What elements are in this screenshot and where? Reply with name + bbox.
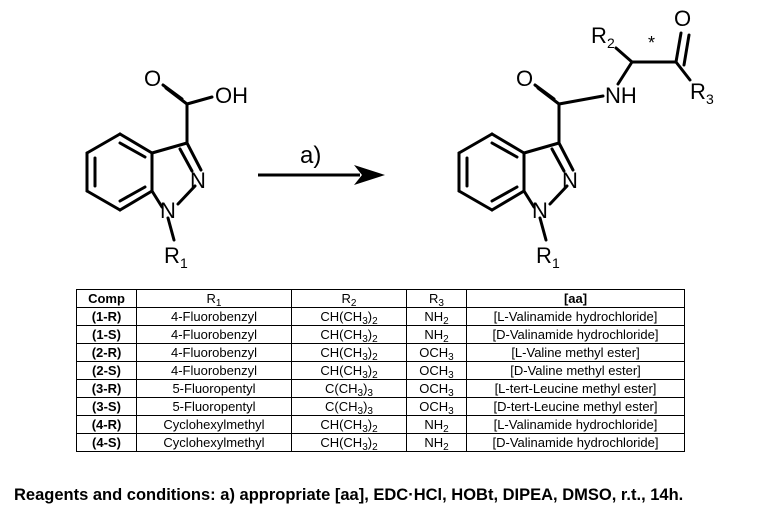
reaction-scheme: O OH N N R 1 a) (85, 6, 714, 271)
reactant-r1-subscript: 1 (180, 255, 188, 271)
header-comp: Comp (76, 289, 137, 308)
reactant-structure (85, 83, 214, 242)
r2-cell: CH(CH3)2 (291, 307, 407, 327)
product-r3-subscript: 3 (706, 91, 714, 107)
reaction-conditions: Reagents and conditions: a) appropriate … (14, 486, 684, 504)
r3-cell: NH2 (406, 433, 467, 453)
r1-cell: 4-Fluorobenzyl (136, 307, 292, 326)
header-aa: [aa] (466, 289, 685, 308)
product-ketone-oxygen-label: O (674, 6, 691, 31)
comp-cell: (3-S) (76, 397, 137, 416)
comp-cell: (3-R) (76, 379, 137, 398)
product-n1-label: N (532, 198, 548, 223)
header-r1: R1 (136, 289, 292, 309)
r1-cell: Cyclohexylmethyl (136, 433, 292, 452)
r2-cell: CH(CH3)2 (291, 433, 407, 453)
header-r2: R2 (291, 289, 407, 309)
product-r3-label: R (690, 79, 706, 104)
comp-cell: (1-R) (76, 307, 137, 326)
r2-cell: CH(CH3)2 (291, 325, 407, 345)
arrow-step-label: a) (300, 142, 321, 169)
r2-cell: CH(CH3)2 (291, 415, 407, 435)
aa-cell: [L-Valinamide hydrochloride] (466, 415, 685, 434)
r3-cell: NH2 (406, 307, 467, 327)
r1-cell: 4-Fluorobenzyl (136, 325, 292, 344)
product-n2-label: N (562, 168, 578, 193)
product-stereocenter-mark: * (648, 33, 655, 53)
r2-cell: CH(CH3)2 (291, 343, 407, 363)
r1-cell: Cyclohexylmethyl (136, 415, 292, 434)
r3-cell: OCH3 (406, 379, 467, 399)
aa-cell: [L-tert-Leucine methyl ester] (466, 379, 685, 398)
reactant-n2-label: N (190, 168, 206, 193)
product-r2-subscript: 2 (607, 35, 615, 51)
aa-cell: [D-Valinamide hydrochloride] (466, 325, 685, 344)
r1-cell: 4-Fluorobenzyl (136, 361, 292, 380)
reactant-oxygen-label: O (144, 66, 161, 91)
product-nh-label: NH (605, 83, 637, 108)
r2-cell: C(CH3)3 (291, 379, 407, 399)
product-amide-oxygen-label: O (516, 66, 533, 91)
r3-cell: OCH3 (406, 361, 467, 381)
product-r2-label: R (591, 23, 607, 48)
comp-cell: (2-S) (76, 361, 137, 380)
aa-cell: [D-Valine methyl ester] (466, 361, 685, 380)
r3-cell: OCH3 (406, 343, 467, 363)
product-r1-subscript: 1 (552, 255, 560, 271)
reactant-r1-label: R (164, 243, 180, 268)
r3-cell: OCH3 (406, 397, 467, 417)
r1-cell: 4-Fluorobenzyl (136, 343, 292, 362)
reactant-hydroxyl-label: OH (215, 83, 248, 108)
header-r3: R3 (406, 289, 467, 309)
aa-cell: [D-tert-Leucine methyl ester] (466, 397, 685, 416)
product-structure (457, 31, 692, 242)
r1-cell: 5-Fluoropentyl (136, 379, 292, 398)
r1-cell: 5-Fluoropentyl (136, 397, 292, 416)
r2-cell: C(CH3)3 (291, 397, 407, 417)
comp-cell: (2-R) (76, 343, 137, 362)
reactant-n1-label: N (160, 198, 176, 223)
product-r1-label: R (536, 243, 552, 268)
aa-cell: [L-Valinamide hydrochloride] (466, 307, 685, 326)
r3-cell: NH2 (406, 415, 467, 435)
r2-cell: CH(CH3)2 (291, 361, 407, 381)
reaction-arrow (258, 165, 385, 185)
aa-cell: [D-Valinamide hydrochloride] (466, 433, 685, 452)
comp-cell: (4-R) (76, 415, 137, 434)
aa-cell: [L-Valine methyl ester] (466, 343, 685, 362)
comp-cell: (4-S) (76, 433, 137, 452)
table-header-row: Comp R1 R2 R3 [aa] (76, 289, 685, 309)
r3-cell: NH2 (406, 325, 467, 345)
comp-cell: (1-S) (76, 325, 137, 344)
